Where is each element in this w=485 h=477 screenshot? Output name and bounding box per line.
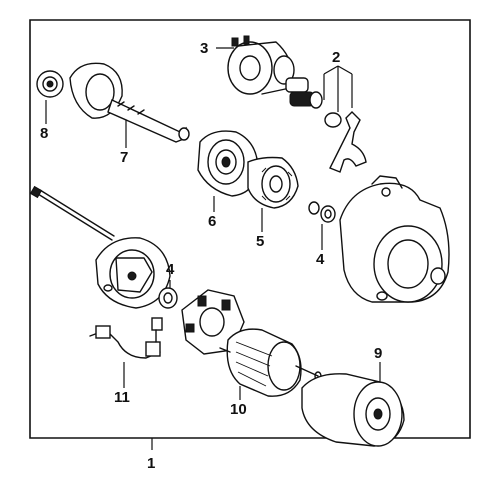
callout-2: 2 <box>332 49 340 66</box>
solenoid-switch <box>227 35 323 109</box>
callout-8: 8 <box>40 125 48 142</box>
pinion-gear <box>247 156 299 209</box>
armature <box>219 328 322 397</box>
callout-9: 9 <box>374 345 382 362</box>
through-bolt <box>29 185 115 241</box>
callout-5: 5 <box>256 233 264 250</box>
rear-cover <box>95 237 171 309</box>
gear-clutch <box>197 130 259 197</box>
callout-6: 6 <box>208 213 216 230</box>
shift-lever-set <box>324 111 367 173</box>
callout-11: 11 <box>114 389 130 406</box>
gear-shaft-assembly <box>69 62 190 143</box>
callout-7: 7 <box>120 149 128 166</box>
callout-4-right: 4 <box>316 251 325 268</box>
yoke-field-frame <box>301 373 405 447</box>
callout-3: 3 <box>200 40 208 57</box>
leader-lines <box>45 47 381 400</box>
brush-lead <box>89 317 163 359</box>
stop-ring-collar <box>308 201 336 223</box>
bearing <box>36 70 64 98</box>
assembly-bracket <box>29 19 471 439</box>
callout-4-left: 4 <box>166 261 175 278</box>
front-housing <box>339 175 450 303</box>
bushing <box>158 287 178 309</box>
callout-10: 10 <box>230 401 247 418</box>
callout-1: 1 <box>147 455 155 472</box>
